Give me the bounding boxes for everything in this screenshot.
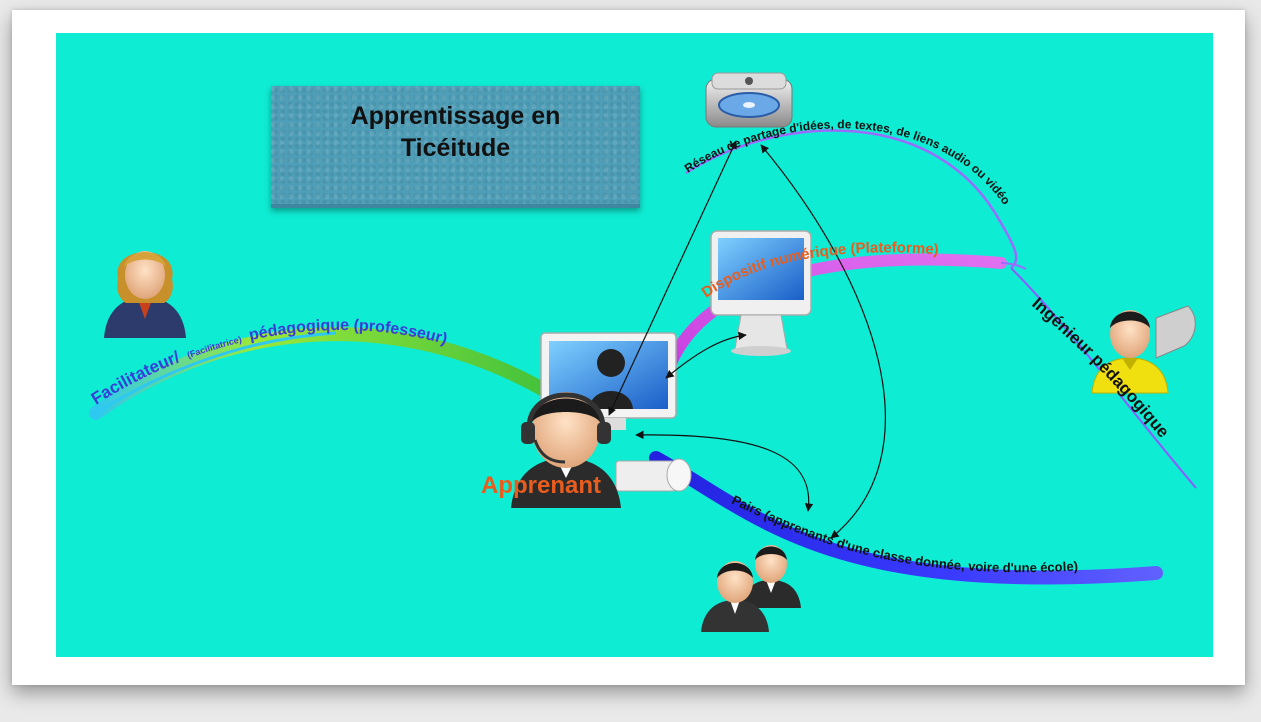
title-line-2: Ticéitude: [400, 134, 511, 162]
reseau-branch-line: [685, 129, 1018, 270]
dispositif-thin-line: [1000, 262, 1027, 270]
facilitateur-branch-line: [89, 327, 553, 420]
ingenieur-branch-line: [1010, 267, 1197, 489]
arrow-learner-server: [608, 140, 737, 416]
engineer-avatar-icon: [1091, 305, 1196, 394]
title-box: Apprentissage en Ticéitude: [271, 86, 640, 208]
server-icon: [705, 72, 793, 128]
mindmap-graphic: Facilitateur/ (Facilitatrice) pédagogiqu…: [88, 72, 1197, 632]
arrow-learner-imac: [665, 331, 747, 379]
arrow-peers-server: [760, 144, 886, 539]
arrow-learner-peers: [635, 430, 814, 512]
peers-group-icon: [701, 545, 801, 632]
mindmap-canvas: Apprentissage en Ticéitude: [56, 33, 1213, 657]
apprenant-label: Apprenant: [481, 472, 601, 499]
connector-arrows: [608, 140, 886, 539]
teacher-avatar-icon: [104, 251, 186, 338]
title-line-1: Apprentissage en: [350, 102, 561, 130]
learner-headset-icon: [511, 392, 621, 508]
reseau-label: Réseau de partage d'idées, de textes, de…: [682, 117, 1013, 207]
